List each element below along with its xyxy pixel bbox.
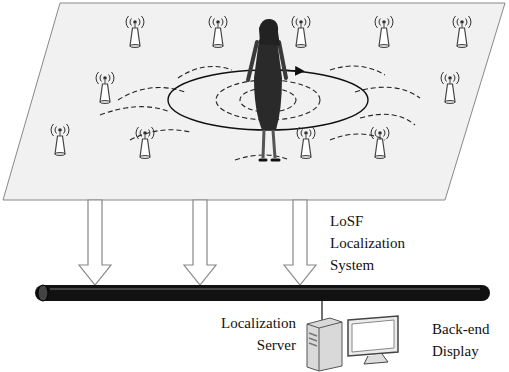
display-label: Back-end Display <box>432 318 504 362</box>
monitor-icon <box>348 316 398 364</box>
person-figure <box>248 19 286 160</box>
server-label: Localization Server <box>196 312 296 356</box>
system-label: LoSF Localization System <box>330 210 425 276</box>
floor-plane <box>3 3 505 200</box>
antenna-nodes <box>51 16 471 159</box>
data-flow-arrows <box>79 200 316 285</box>
server-link <box>321 301 322 320</box>
network-bus <box>35 285 490 301</box>
server-icon <box>307 318 342 371</box>
